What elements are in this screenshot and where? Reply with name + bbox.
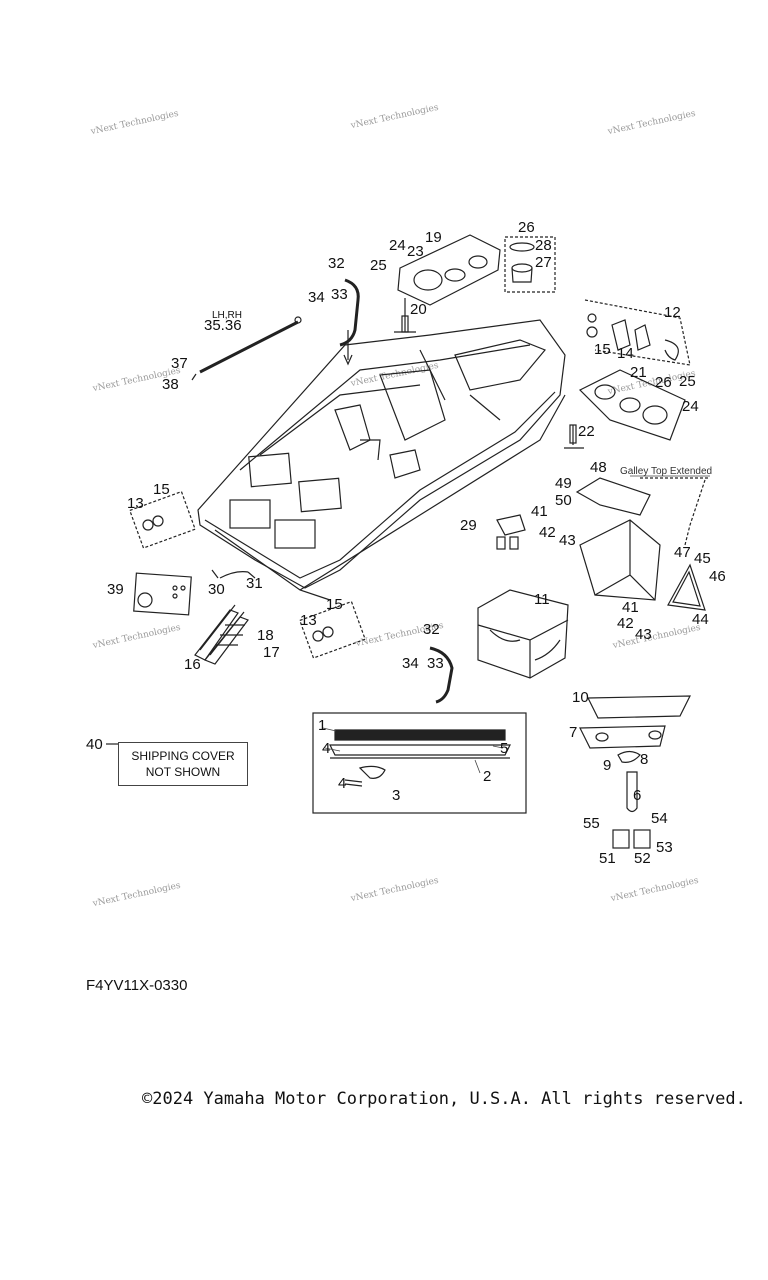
part-number: 28 bbox=[535, 237, 552, 254]
part-number: 13 bbox=[300, 612, 317, 629]
part-number: 8 bbox=[640, 751, 649, 768]
part-number: 37 bbox=[171, 355, 188, 372]
part-number: 4 bbox=[338, 775, 347, 792]
part-number: 50 bbox=[555, 492, 572, 509]
part-number: 41 bbox=[531, 503, 548, 520]
boat-hull-drawing bbox=[197, 319, 566, 601]
shipping-note-line: NOT SHOWN bbox=[145, 765, 221, 779]
part-number: 13 bbox=[127, 495, 144, 512]
part-number: 17 bbox=[263, 644, 280, 661]
part-number: 42 bbox=[539, 524, 556, 541]
part-number: 55 bbox=[583, 815, 600, 832]
part-number: 26 bbox=[518, 219, 535, 236]
part-number: 43 bbox=[635, 626, 652, 643]
pointer-arrowhead bbox=[343, 354, 353, 366]
part-number: 4 bbox=[322, 740, 331, 757]
part-number: 31 bbox=[246, 575, 263, 592]
part-number: 2 bbox=[483, 768, 492, 785]
part-number: 24 bbox=[389, 237, 406, 254]
part-number: 46 bbox=[709, 568, 726, 585]
part-number: 24 bbox=[682, 398, 699, 415]
part-number: 10 bbox=[572, 689, 589, 706]
part-number: 25 bbox=[679, 373, 696, 390]
part-number: 38 bbox=[162, 376, 179, 393]
part-number: 42 bbox=[617, 615, 634, 632]
part-number: 15 bbox=[153, 481, 170, 498]
part-number: 23 bbox=[407, 243, 424, 260]
part-number: 54 bbox=[651, 810, 668, 827]
part-number: 26 bbox=[655, 374, 672, 391]
part-number: 15 bbox=[594, 341, 611, 358]
part-number: 41 bbox=[622, 599, 639, 616]
part-number: 27 bbox=[535, 254, 552, 271]
shipping-note-number: 40 bbox=[86, 736, 103, 753]
copyright-notice: ©2024 Yamaha Motor Corporation, U.S.A. A… bbox=[142, 1089, 746, 1109]
part-number: 49 bbox=[555, 475, 572, 492]
part-number: 44 bbox=[692, 611, 709, 628]
part-number: 33 bbox=[427, 655, 444, 672]
part-number: 15 bbox=[326, 596, 343, 613]
part-number: 43 bbox=[559, 532, 576, 549]
part-number: 51 bbox=[599, 850, 616, 867]
part-number: 22 bbox=[578, 423, 595, 440]
part-number: 5 bbox=[500, 740, 509, 757]
part-number: 25 bbox=[370, 257, 387, 274]
part-number: 20 bbox=[410, 301, 427, 318]
figure-code: F4YV11X-0330 bbox=[86, 977, 188, 994]
galley-top-extended-label: Galley Top Extended bbox=[620, 466, 713, 477]
part-number: 34 bbox=[402, 655, 419, 672]
shipping-note-line: SHIPPING COVER bbox=[131, 749, 235, 763]
part-number: 12 bbox=[664, 304, 681, 321]
part-number: 21 bbox=[630, 364, 647, 381]
part-number: 52 bbox=[634, 850, 651, 867]
part-number: 33 bbox=[331, 286, 348, 303]
part-number: 48 bbox=[590, 459, 607, 476]
part-number: 19 bbox=[425, 229, 442, 246]
part-number: 34 bbox=[308, 289, 325, 306]
part-number: 7 bbox=[569, 724, 578, 741]
part-number: 35.36 bbox=[204, 317, 242, 334]
part-number: 32 bbox=[423, 621, 440, 638]
part-number: 29 bbox=[460, 517, 477, 534]
part-number: 14 bbox=[617, 345, 634, 362]
part-number: 30 bbox=[208, 581, 225, 598]
part-number: 53 bbox=[656, 839, 673, 856]
part-number: 16 bbox=[184, 656, 201, 673]
part-number: 32 bbox=[328, 255, 345, 272]
part-number: 6 bbox=[633, 787, 642, 804]
part-number: 39 bbox=[107, 581, 124, 598]
part-number: 18 bbox=[257, 627, 274, 644]
part-number: 3 bbox=[392, 787, 401, 804]
part-number: 45 bbox=[694, 550, 711, 567]
part-number: 9 bbox=[603, 757, 612, 774]
part-number: 47 bbox=[674, 544, 691, 561]
part-number: 1 bbox=[318, 717, 327, 734]
shipping-cover-note: SHIPPING COVER NOT SHOWN bbox=[118, 742, 248, 786]
part-number: 11 bbox=[534, 591, 550, 608]
lh-rh-label: LH,RH bbox=[212, 310, 243, 321]
